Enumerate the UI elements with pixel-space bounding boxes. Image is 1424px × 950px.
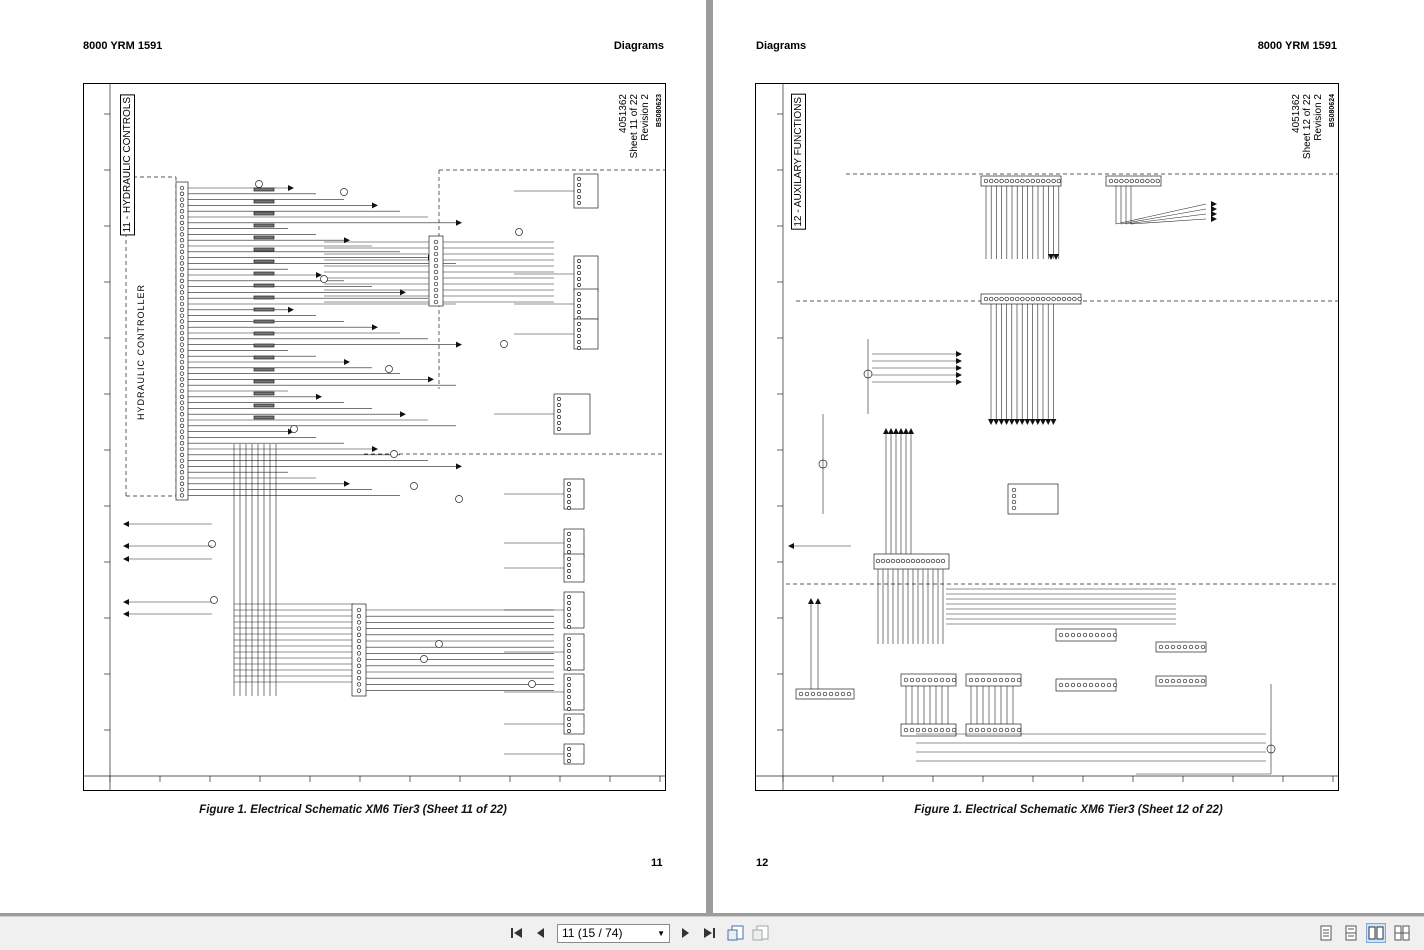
drawing-code: BS080623 xyxy=(656,94,663,128)
sheet-title: 12 - AUXILARY FUNCTIONS xyxy=(793,97,804,227)
figure-caption-left: Figure 1. Electrical Schematic XM6 Tier3… xyxy=(199,804,507,816)
chevron-down-icon: ▼ xyxy=(657,929,665,938)
continuous-view-icon xyxy=(1345,925,1357,941)
first-page-button[interactable] xyxy=(507,923,527,943)
single-page-view-icon xyxy=(1320,925,1332,941)
fit-page-icon xyxy=(727,925,744,941)
page-indicator: 11 (15 / 74) xyxy=(562,926,623,940)
document-page-right: Diagrams 8000 YRM 1591 12 - AUXILARY FUN… xyxy=(713,0,1424,913)
viewer-toolbar: 11 (15 / 74) ▼ xyxy=(0,916,1424,950)
controller-label: HYDRAULIC CONTROLLER xyxy=(136,284,146,421)
two-page-view-icon xyxy=(1368,926,1384,940)
page-header-left: 8000 YRM 1591 xyxy=(83,40,163,52)
page-header-right: 8000 YRM 1591 xyxy=(1257,40,1337,52)
drawing-number: 4051362 xyxy=(618,94,629,133)
next-page-icon xyxy=(682,928,689,938)
two-page-continuous-view-icon xyxy=(1394,925,1410,941)
schematic-drawing-right xyxy=(756,84,1338,790)
first-page-icon xyxy=(511,928,522,938)
schematic-frame-left: 11 - HYDRAULIC CONTROLS 4051362 Sheet 11… xyxy=(83,83,666,791)
sheet-title-box: 12 - AUXILARY FUNCTIONS xyxy=(791,94,806,230)
page-number-left: 11 xyxy=(651,857,663,869)
sheet-title-box: 11 - HYDRAULIC CONTROLS xyxy=(120,94,135,236)
single-page-view-button[interactable] xyxy=(1316,923,1336,943)
previous-page-button[interactable] xyxy=(531,923,551,943)
schematic-drawing-left xyxy=(84,84,665,790)
continuous-view-button[interactable] xyxy=(1341,923,1361,943)
two-page-view-button[interactable] xyxy=(1366,923,1386,943)
document-page-left: 8000 YRM 1591 Diagrams 11 - HYDRAULIC CO… xyxy=(0,0,706,913)
last-page-icon xyxy=(704,928,715,938)
sheet-number: Sheet 11 of 22 xyxy=(629,94,640,159)
fit-page-button[interactable] xyxy=(726,923,746,943)
page-number-right: 12 xyxy=(756,857,769,869)
schematic-frame-right: 12 - AUXILARY FUNCTIONS 4051362 Sheet 12… xyxy=(755,83,1339,791)
sheet-title: 11 - HYDRAULIC CONTROLS xyxy=(122,97,133,233)
next-page-button[interactable] xyxy=(675,923,695,943)
revision-label: Revision 2 xyxy=(1313,94,1324,141)
drawing-code: BS080624 xyxy=(1329,94,1336,128)
fit-width-button[interactable] xyxy=(751,923,771,943)
two-page-continuous-view-button[interactable] xyxy=(1392,923,1412,943)
previous-page-icon xyxy=(537,928,544,938)
figure-caption-right: Figure 1. Electrical Schematic XM6 Tier3… xyxy=(914,804,1223,816)
sheet-number: Sheet 12 of 22 xyxy=(1302,94,1313,160)
page-number-select[interactable]: 11 (15 / 74) ▼ xyxy=(557,924,670,943)
last-page-button[interactable] xyxy=(699,923,719,943)
page-header-right: Diagrams xyxy=(613,40,664,52)
fit-width-icon xyxy=(752,925,769,941)
drawing-number: 4051362 xyxy=(1291,94,1302,133)
page-header-left: Diagrams xyxy=(756,40,807,52)
revision-label: Revision 2 xyxy=(640,94,651,141)
